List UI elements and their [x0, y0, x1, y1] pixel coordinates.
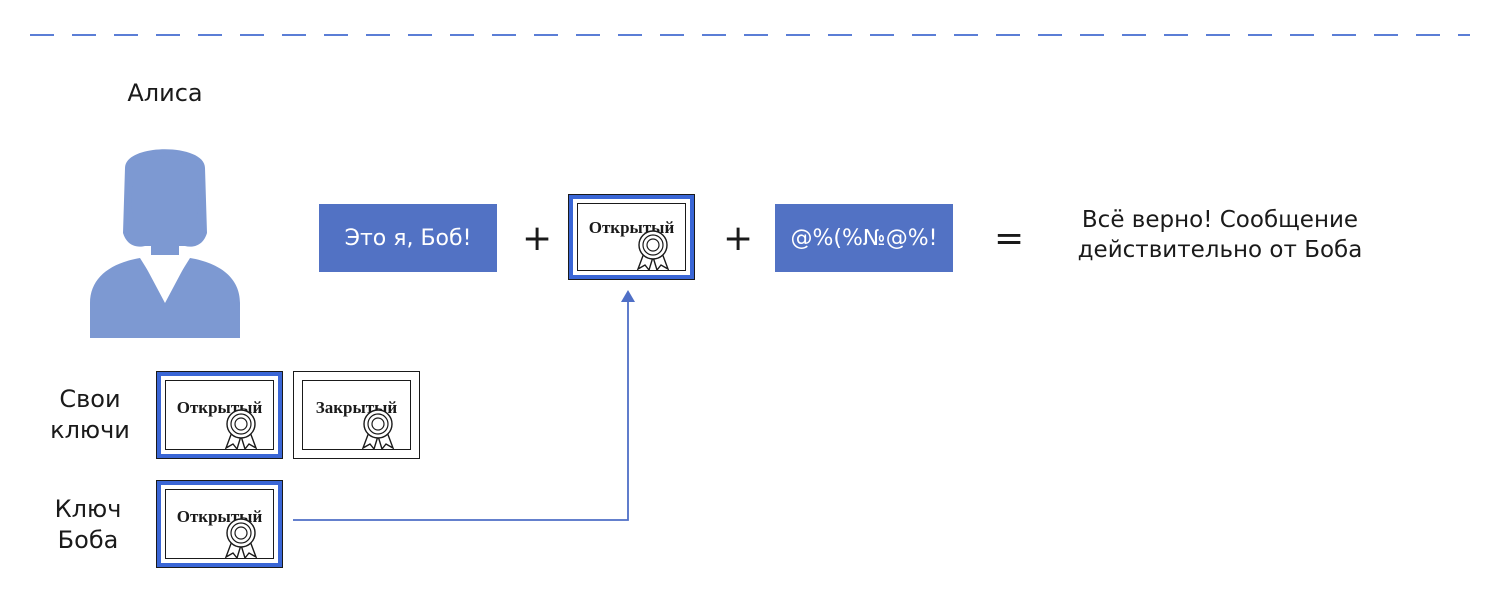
result-text: Всё верно! Сообщение действительно от Бо… [1060, 206, 1380, 266]
bob-public-key-certificate: Открытый [156, 480, 283, 568]
top-divider [30, 34, 1470, 36]
message-text: Это я, Боб! [344, 225, 472, 251]
own-private-key-certificate: Закрытый [293, 371, 420, 459]
user-female-icon [90, 149, 240, 338]
signature-text: @%(%№@%! [790, 225, 938, 251]
plus-sign-2: + [723, 218, 754, 259]
equals-sign: = [994, 218, 1025, 259]
own-public-key-certificate: Открытый [156, 371, 283, 459]
message-box: Это я, Боб! [319, 204, 497, 272]
seal-icon [224, 409, 258, 450]
seal-icon [224, 518, 258, 559]
bob-key-label: Ключ Боба [54, 495, 122, 555]
arrow-head [621, 290, 635, 302]
result-line-2: действительно от Боба [1077, 236, 1363, 263]
equation-public-key-certificate: Открытый [568, 194, 695, 280]
plus-sign-1: + [522, 218, 553, 259]
own-keys-label: Свои ключи [50, 385, 130, 445]
signature-box: @%(%№@%! [775, 204, 953, 272]
seal-icon [361, 409, 395, 450]
seal-icon [636, 230, 670, 271]
alice-name: Алиса [127, 79, 203, 107]
result-line-1: Всё верно! Сообщение [1081, 207, 1359, 233]
